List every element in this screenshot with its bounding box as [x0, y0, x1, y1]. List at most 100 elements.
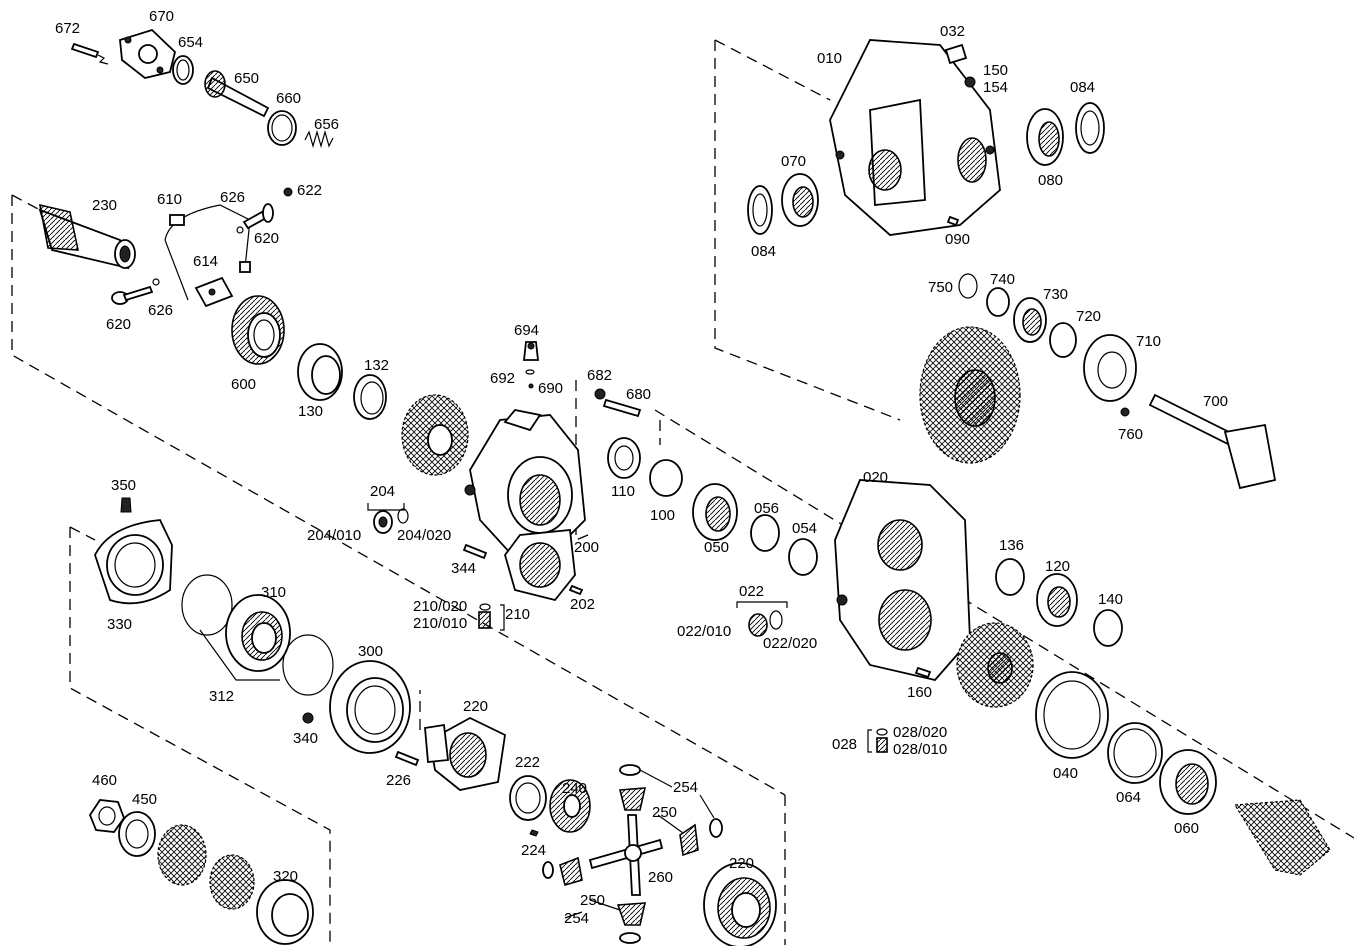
output-flange-hatched — [1233, 799, 1331, 876]
pin-620-upper — [242, 203, 274, 230]
shaft-700 — [1148, 393, 1277, 490]
snap-ring-750 — [958, 273, 978, 299]
ring-056 — [750, 514, 780, 552]
label-040: 040 — [1053, 765, 1078, 782]
shift-block-614 — [194, 276, 234, 308]
label-350: 350 — [111, 477, 136, 494]
label-204-010: 204/010 — [307, 527, 361, 544]
label-622: 622 — [297, 182, 322, 199]
label-300: 300 — [358, 643, 383, 660]
label-130: 130 — [298, 403, 323, 420]
shift-fork-610 — [164, 204, 251, 301]
label-692: 692 — [490, 370, 515, 387]
spring-656 — [304, 129, 334, 149]
plug-204 — [373, 508, 409, 534]
bearing-310 — [225, 594, 291, 672]
pin-160 — [914, 666, 932, 679]
ring-626-lower — [152, 278, 160, 286]
label-240: 240 — [562, 780, 587, 797]
label-010: 010 — [817, 50, 842, 67]
differential-case-220a — [424, 716, 506, 791]
label-150: 150 — [983, 62, 1008, 79]
label-254-upper: 254 — [673, 779, 698, 796]
leader-312 — [199, 629, 280, 681]
label-154: 154 — [983, 79, 1008, 96]
label-720: 720 — [1076, 308, 1101, 325]
cover-plate-670 — [119, 28, 176, 79]
label-204-020: 204/020 — [397, 527, 451, 544]
label-202: 202 — [570, 596, 595, 613]
label-022: 022 — [739, 583, 764, 600]
label-200: 200 — [574, 539, 599, 556]
bearing-070 — [781, 173, 819, 227]
screw-344 — [462, 543, 488, 560]
pinion-250-upper — [618, 787, 647, 811]
label-654: 654 — [178, 34, 203, 51]
pinion-250-right — [679, 823, 699, 857]
sliding-sleeve-600 — [231, 295, 285, 365]
nut-682 — [594, 388, 606, 400]
label-140: 140 — [1098, 591, 1123, 608]
thrust-washer-222 — [509, 775, 547, 821]
ring-054 — [788, 538, 818, 576]
o-ring-692 — [525, 369, 535, 375]
label-670: 670 — [149, 8, 174, 25]
label-710: 710 — [1136, 333, 1161, 350]
screw-622 — [283, 187, 293, 197]
washer-450 — [118, 811, 156, 857]
pin-202 — [568, 584, 584, 596]
label-610: 610 — [157, 191, 182, 208]
bearing-060 — [1159, 749, 1217, 815]
gasket-032 — [944, 43, 968, 65]
label-224: 224 — [521, 842, 546, 859]
flange-710 — [1083, 334, 1137, 402]
label-344: 344 — [451, 560, 476, 577]
gear-shaft-230 — [38, 203, 136, 270]
ring-720 — [1049, 322, 1077, 358]
ring-064 — [1107, 722, 1163, 784]
label-222: 222 — [515, 754, 540, 771]
label-204: 204 — [370, 483, 395, 500]
label-680: 680 — [626, 386, 651, 403]
ring-084-upper — [1075, 102, 1105, 154]
plug-028 — [876, 728, 888, 753]
pinion-250-left — [559, 856, 583, 887]
label-120: 120 — [1045, 558, 1070, 575]
label-050: 050 — [704, 539, 729, 556]
label-450: 450 — [132, 791, 157, 808]
washer-100 — [649, 459, 683, 497]
label-330: 330 — [107, 616, 132, 633]
sensor-694 — [522, 341, 540, 361]
label-210: 210 — [505, 606, 530, 623]
label-650: 650 — [234, 70, 259, 87]
ring-084-lower — [747, 185, 773, 235]
pin-090 — [946, 215, 960, 227]
spider-260 — [588, 814, 664, 896]
housing-020 — [834, 479, 971, 681]
leader-lines — [367, 503, 872, 919]
cover-330 — [94, 519, 173, 605]
label-132: 132 — [364, 357, 389, 374]
gear-wheel-hatched — [401, 394, 469, 476]
part-labels: 672 670 654 650 660 656 230 610 626 622 … — [55, 8, 1228, 927]
label-028-010: 028/010 — [893, 741, 947, 758]
plug-210 — [478, 603, 491, 629]
washer-254-upper — [619, 764, 641, 776]
label-210-010: 210/010 — [413, 615, 467, 632]
label-626-lower: 626 — [148, 302, 173, 319]
label-136: 136 — [999, 537, 1024, 554]
shaft-650 — [204, 70, 270, 118]
label-220-upper: 220 — [463, 698, 488, 715]
label-110: 110 — [611, 483, 635, 500]
label-750: 750 — [928, 279, 953, 296]
label-090: 090 — [945, 231, 970, 248]
label-656: 656 — [314, 116, 339, 133]
label-312: 312 — [209, 688, 234, 705]
label-226: 226 — [386, 772, 411, 789]
label-614: 614 — [193, 253, 218, 270]
flange-110 — [607, 437, 641, 479]
label-260: 260 — [648, 869, 673, 886]
housing-200 — [464, 409, 586, 602]
pin-620-lower — [111, 285, 154, 305]
assembly-boundaries — [11, 39, 1354, 945]
